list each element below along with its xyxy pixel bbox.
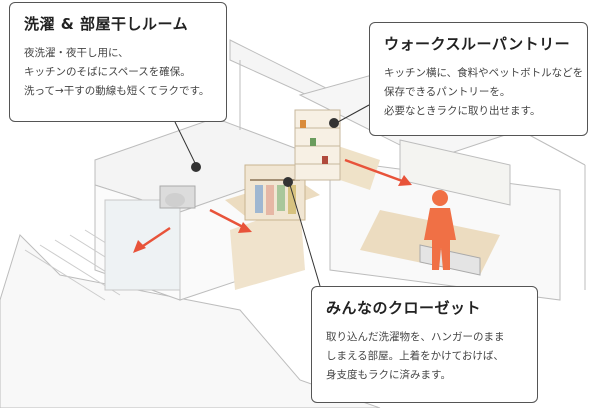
callout-pointers bbox=[174, 104, 370, 287]
callout-closet-line-3: 身支度もラクに済みます。 bbox=[326, 369, 451, 381]
callout-laundry-line-1: 夜洗濯・夜干し用に、 bbox=[24, 47, 129, 59]
callout-pantry-title: ウォークスルーパントリー bbox=[384, 35, 571, 53]
callout-laundry-line-2: キッチンのそばにスペースを確保。 bbox=[24, 66, 191, 78]
callout-closet-line-1: 取り込んだ洗濯物を、ハンガーのまま bbox=[326, 331, 505, 343]
callout-family-closet: みんなのクローゼット 取り込んだ洗濯物を、ハンガーのまま しまえる部屋。上着をか… bbox=[311, 286, 538, 403]
callout-closet-line-2: しまえる部屋。上着をかけておけば、 bbox=[326, 350, 504, 362]
callout-laundry-line-3: 洗って→干すの動線も短くてラクです。 bbox=[24, 85, 210, 97]
callout-laundry-title: 洗濯 & 部屋干しルーム bbox=[24, 15, 189, 33]
laundry-room bbox=[104, 185, 196, 291]
callout-pantry-line-2: 保存できるパントリーを。 bbox=[384, 86, 511, 98]
callout-pantry-line-1: キッチン横に、食料やペットボトルなどを bbox=[384, 67, 584, 79]
callout-laundry-room: 洗濯 & 部屋干しルーム 夜洗濯・夜干し用に、 キッチンのそばにスペースを確保。… bbox=[9, 2, 227, 122]
callout-pantry-line-3: 必要なときラクに取り出せます。 bbox=[384, 105, 541, 117]
callout-walkthrough-pantry: ウォークスルーパントリー キッチン横に、食料やペットボトルなどを 保存できるパン… bbox=[369, 22, 588, 136]
person-figure bbox=[424, 190, 456, 270]
flow-arrows bbox=[133, 158, 412, 253]
callout-closet-title: みんなのクローゼット bbox=[326, 299, 482, 317]
